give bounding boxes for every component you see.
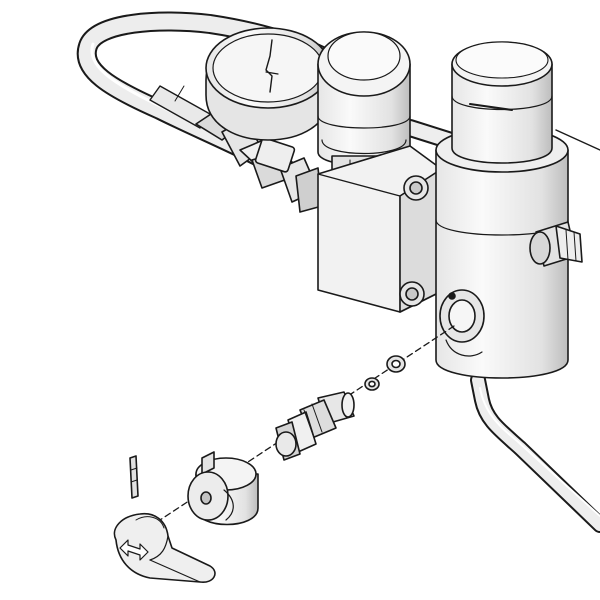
valve-cartridge bbox=[275, 391, 355, 461]
gauge-needle bbox=[265, 39, 273, 93]
seal-washer-large bbox=[386, 355, 406, 373]
pump-housing bbox=[435, 41, 569, 379]
seal-washer-small bbox=[364, 377, 380, 391]
manifold-block bbox=[317, 145, 441, 313]
gauge-fitting bbox=[195, 111, 323, 213]
side-fitting bbox=[529, 221, 583, 267]
block-bolt-lower bbox=[399, 281, 425, 307]
knob-adapter bbox=[187, 451, 259, 526]
lever-handle bbox=[113, 512, 216, 583]
housing-edge-line bbox=[555, 129, 600, 151]
pressure-gauge bbox=[205, 27, 331, 141]
roll-pin bbox=[129, 455, 139, 499]
outlet-tube bbox=[470, 372, 600, 533]
arrow-icon bbox=[119, 539, 149, 561]
block-bolt-upper bbox=[403, 175, 429, 201]
hose-right-segment bbox=[401, 119, 457, 149]
